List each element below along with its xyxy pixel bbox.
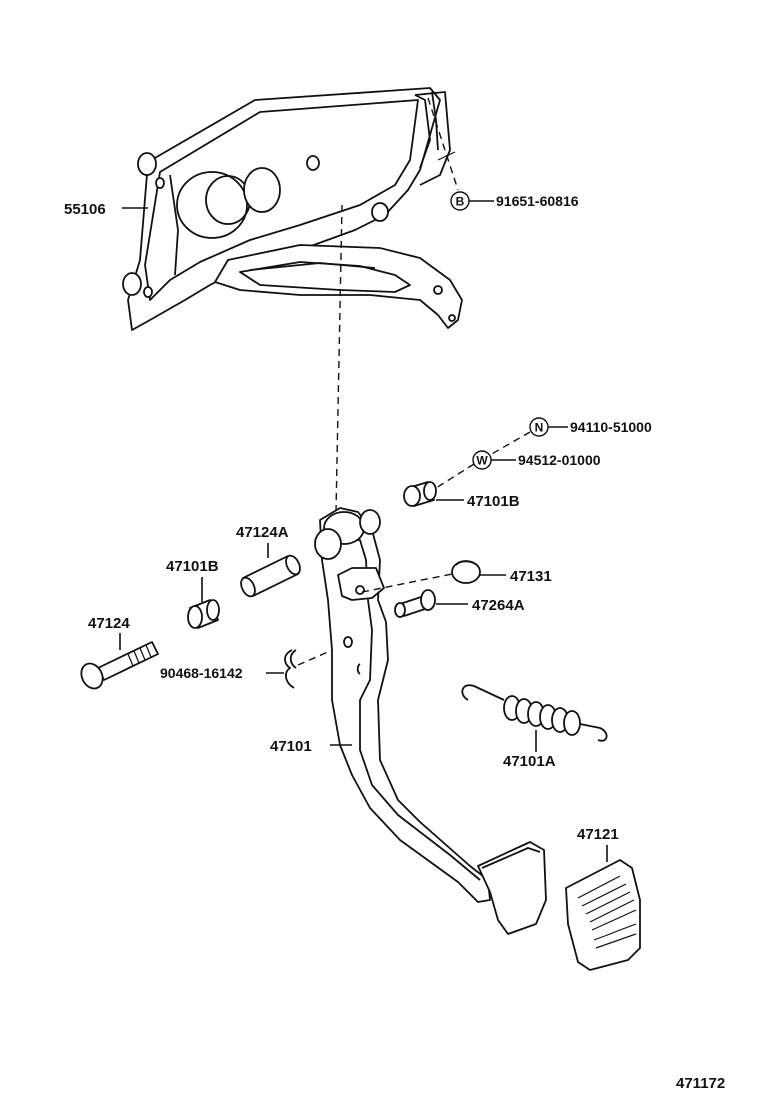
label-stopper: 47131	[510, 568, 552, 585]
return-spring-part	[461, 684, 608, 742]
clip-part	[284, 649, 297, 689]
label-pedal-arm: 47101	[270, 738, 312, 755]
label-clip: 90468-16142	[160, 665, 243, 681]
pedal-arm-part	[314, 507, 491, 903]
svg-text:N: N	[535, 421, 544, 435]
bushing-right-part	[403, 481, 437, 507]
label-pivot-bolt: 47124	[88, 615, 130, 632]
dashed-leader	[435, 463, 475, 489]
svg-text:B: B	[456, 195, 465, 209]
label-bushing-right: 47101B	[467, 493, 520, 510]
label-collar: 47124A	[236, 524, 289, 541]
pedal-bracket-part	[122, 87, 463, 331]
label-bushing-left: 47101B	[166, 558, 219, 575]
pedal-pad-part	[565, 859, 641, 971]
badge-b-icon: B	[450, 191, 470, 211]
pedal-pad-mounted-part	[477, 841, 547, 935]
dashed-leader	[489, 431, 531, 456]
dashed-leader	[361, 573, 453, 593]
label-washer-w: 94512-01000	[518, 452, 601, 468]
stop-bolt-part	[394, 589, 436, 618]
label-spring: 47101A	[503, 753, 556, 770]
figure-number: 471172	[676, 1075, 725, 1092]
pivot-bolt-part	[80, 641, 159, 690]
bushing-left-part	[187, 599, 220, 629]
badge-n-icon: N	[529, 417, 549, 437]
label-nut-n: 94110-51000	[570, 419, 652, 435]
label-pedal-pad: 47121	[577, 826, 619, 843]
label-bolt-b: 91651-60816	[496, 193, 579, 209]
collar-part	[240, 554, 301, 598]
badge-w-icon: W	[472, 450, 492, 470]
assembly-dashed-line	[335, 204, 343, 513]
label-stop-bolt: 47264A	[472, 597, 525, 614]
dashed-leader	[427, 97, 459, 191]
svg-text:W: W	[476, 454, 488, 468]
stopper-part	[451, 560, 481, 584]
label-bracket: 55106	[64, 201, 106, 218]
